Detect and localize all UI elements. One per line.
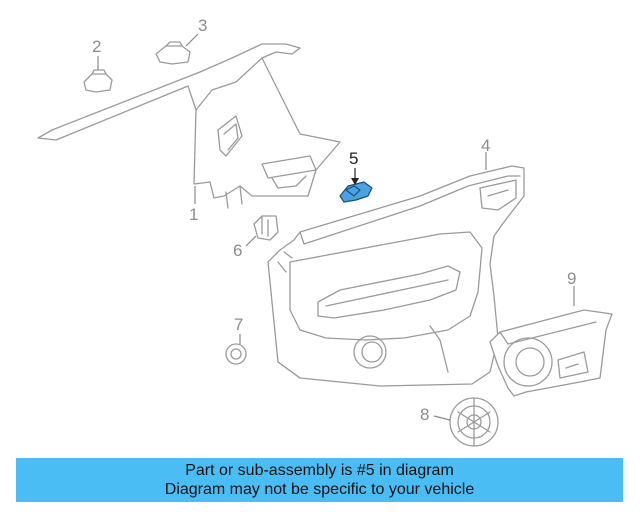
part-6-retainer [245, 215, 279, 247]
callout-6: 6 [233, 241, 242, 260]
callout-9: 9 [567, 269, 576, 288]
part-7-push-pin [225, 334, 247, 365]
callout-1: 1 [189, 205, 198, 224]
part-4-door-panel [267, 152, 525, 387]
callout-2: 2 [92, 37, 101, 56]
part-2-clip [83, 56, 113, 93]
part-3-clip [155, 33, 199, 65]
info-banner: Part or sub-assembly is #5 in diagram Di… [16, 458, 623, 502]
callout-7: 7 [234, 315, 243, 334]
part-5-highlighted [339, 168, 373, 203]
callout-4: 4 [481, 136, 490, 155]
part-9-speaker-bracket [489, 286, 613, 397]
callout-3: 3 [198, 16, 207, 35]
part-1-pillar-trim [37, 43, 341, 209]
banner-line-part-number: Part or sub-assembly is #5 in diagram [185, 462, 454, 479]
part-8-speaker [433, 397, 499, 447]
callout-5: 5 [349, 149, 358, 168]
banner-line-disclaimer: Diagram may not be specific to your vehi… [164, 481, 475, 498]
callout-8: 8 [420, 405, 429, 424]
